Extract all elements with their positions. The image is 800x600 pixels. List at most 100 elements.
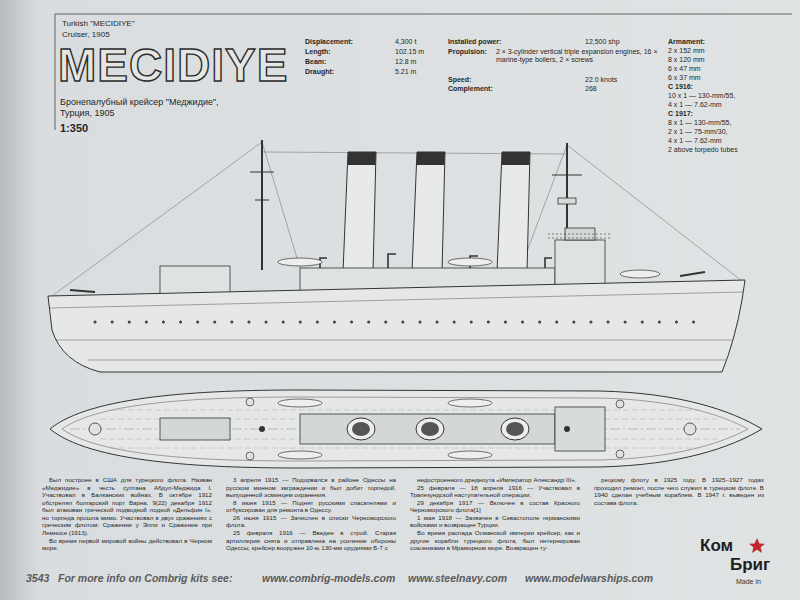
history-paragraph: рецкому флоту в 1925 году. В 1925–1927 г… xyxy=(594,476,764,506)
armament-line: 2 x 152 mm xyxy=(668,47,705,55)
side-profile xyxy=(48,140,745,372)
plan-view xyxy=(50,390,762,468)
logo-caption: Made in xyxy=(736,578,761,586)
gun-mount xyxy=(684,423,696,435)
funnel-plan xyxy=(501,418,529,440)
logo-text: Ком xyxy=(700,536,733,556)
logo-text: Бриг xyxy=(730,555,770,575)
deckhouse-plan xyxy=(300,414,555,444)
history-paragraph: 25 февраля — 18 апреля 1916 — Участвовал… xyxy=(410,484,580,499)
armament-line: 4 x 1 — 7.62-mm xyxy=(668,137,722,145)
funnel-opening xyxy=(506,422,524,436)
text-column: Был построен в США для турецкого флота. … xyxy=(42,476,212,552)
logo-star xyxy=(749,538,765,553)
hull-strakes xyxy=(50,292,743,360)
spec-value: 4,300 t xyxy=(395,38,416,46)
footer-text: For more info on Combrig kits see: xyxy=(58,572,232,585)
boat xyxy=(448,258,492,266)
boat-plan xyxy=(448,451,492,459)
boat-plan xyxy=(278,451,322,459)
funnel-opening xyxy=(421,422,439,436)
armament-line: 8 x 1 — 130-mm/55, xyxy=(668,119,731,127)
history-paragraph: 1 мая 1918 — Захвачен в Севастополе герм… xyxy=(410,514,580,529)
history-paragraph: 3 апреля 1915 — Подорвался в районе Одес… xyxy=(226,476,396,499)
text-column: 3 апреля 1915 — Подорвался в районе Одес… xyxy=(226,476,396,552)
funnel-plan xyxy=(416,418,444,440)
spec-label: Displacement: xyxy=(305,38,353,46)
main-mast xyxy=(261,140,263,270)
armament-line: 6 x 47 mm xyxy=(668,65,701,73)
fighting-top xyxy=(558,198,576,204)
kit-number: 3543 xyxy=(26,572,49,585)
boat-plan xyxy=(448,399,492,407)
rigging-lines xyxy=(52,142,742,296)
history-paragraph: 25 февраля 1916 — Введен в строй. Старая… xyxy=(226,529,396,552)
bridge-plan xyxy=(555,407,605,451)
spec-label: Length: xyxy=(305,48,331,56)
funnel-plan xyxy=(347,418,375,440)
boat xyxy=(620,270,660,278)
boat xyxy=(278,258,322,266)
gun-mount xyxy=(246,452,254,460)
armament-line: 4 x 1 — 7.62-mm xyxy=(668,101,722,109)
footer-url: www.combrig-models.com xyxy=(262,572,395,585)
footer-url: www.steelnavy.com xyxy=(408,572,507,585)
deck-edge xyxy=(62,397,748,461)
armament-line: 2 above torpedo tubes xyxy=(668,146,738,154)
armament-year: С 1917: xyxy=(668,110,693,118)
spec-label: Speed: xyxy=(448,76,471,84)
funnel-opening xyxy=(352,422,370,436)
spec-label: Installed power: xyxy=(448,38,501,46)
history-paragraph: 29 декабря 1917 — Включен в состав Красн… xyxy=(410,499,580,514)
spec-value: 102.15 m xyxy=(395,48,424,56)
history-paragraph: Во время распада Османской империи крейс… xyxy=(410,529,580,552)
footer-url: www.modelwarships.com xyxy=(525,572,653,585)
spec-label: Propulsion: xyxy=(448,48,487,56)
history-paragraph: Во время первой мировой войны действовал… xyxy=(42,537,212,552)
boat-plan xyxy=(278,399,322,407)
gun-mount xyxy=(89,423,101,435)
spec-value: 5.21 m xyxy=(395,68,416,76)
text-column: рецкому флоту в 1925 году. В 1925–1927 г… xyxy=(594,476,764,506)
mast-plan xyxy=(259,426,265,432)
armament-line: 6 x 37 mm xyxy=(668,74,701,82)
spec-label: Draught: xyxy=(305,68,334,76)
aft-deckhouse xyxy=(160,266,230,296)
text-column: недостроенного дредноута «Император Алек… xyxy=(410,476,580,552)
gun-mount xyxy=(246,398,254,406)
ship-name-ru: Бронепалубный крейсер "Меджидие", Турция… xyxy=(60,97,250,119)
deck-outline xyxy=(50,390,762,468)
spec-value: 2 × 3-cylinder vertical triple expansion… xyxy=(496,48,661,65)
header-frame xyxy=(55,14,792,130)
spec-value: 22.0 knots xyxy=(585,76,617,84)
armament-line: 8 x 120 mm xyxy=(668,56,705,64)
history-paragraph: недостроенного дредноута «Император Алек… xyxy=(410,476,580,484)
armament-heading: Armament: xyxy=(668,38,705,46)
funnel xyxy=(412,152,445,272)
deck-planking xyxy=(100,410,720,448)
aft-deckhouse-plan xyxy=(160,418,230,440)
spec-value: 12.8 m xyxy=(395,58,416,66)
history-paragraph: Был построен в США для турецкого флота. … xyxy=(42,476,212,537)
ship-name-en: Turkish "MECIDIYE" xyxy=(62,19,135,29)
mast-plan xyxy=(564,426,570,432)
armament-line: 10 x 1 — 130-mm/55, xyxy=(668,92,735,100)
gun-mount xyxy=(616,400,624,408)
fore-mast xyxy=(566,143,568,240)
ship-title: MECIDIYE xyxy=(58,42,288,88)
ship-type-en: Cruiser, 1905 xyxy=(62,30,110,40)
scale-label: 1:350 xyxy=(60,122,88,135)
history-paragraph: 26 июня 1915 — Зачислен в списки Черномо… xyxy=(226,514,396,529)
spec-value: 12,500 shp xyxy=(585,38,620,46)
spec-label: Beam: xyxy=(305,58,326,66)
bridge xyxy=(555,240,605,288)
history-paragraph: 8 июня 1915 — Поднят русскими спасателям… xyxy=(226,499,396,514)
bridge-railing xyxy=(548,234,612,238)
hull-side xyxy=(48,280,745,372)
funnel-cap xyxy=(348,152,377,165)
spec-value: 268 xyxy=(585,85,597,93)
spec-label: Complement: xyxy=(448,85,493,93)
funnel-cap xyxy=(417,152,446,165)
